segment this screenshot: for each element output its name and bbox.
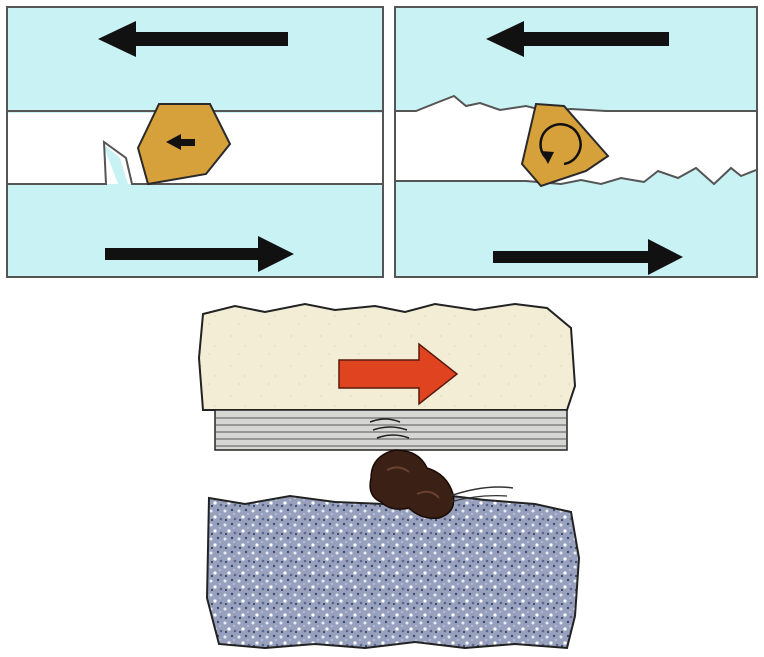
sliding-diagram [8,8,382,276]
panel-sliding-particle [6,6,384,278]
panel-rolling-particle [394,6,758,278]
rolling-diagram [396,8,756,276]
lower-block [207,494,579,648]
wear-scene [195,298,595,653]
striated-layer [215,410,567,450]
upper-block [199,304,575,410]
abrasive-wear-illustration [195,298,595,653]
